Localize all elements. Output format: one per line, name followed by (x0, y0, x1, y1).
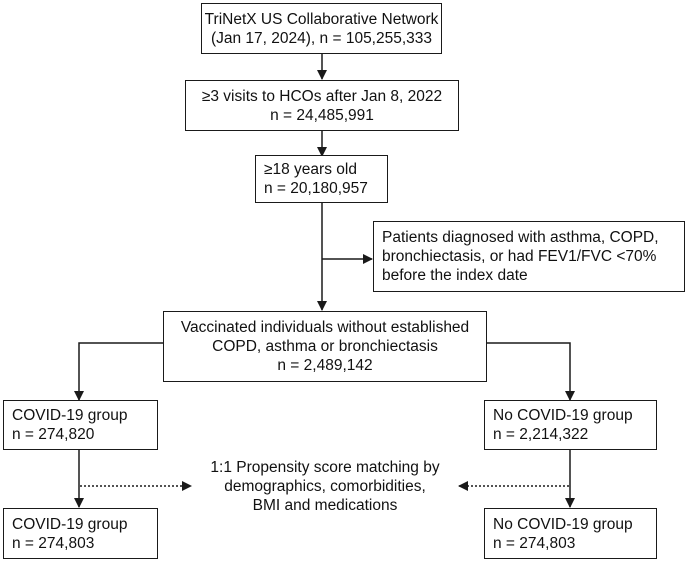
source-population-line1: TriNetX US Collaborative Network (204, 10, 439, 28)
vaccinated-line1: Vaccinated individuals without establish… (180, 319, 470, 336)
vaccinated-box: Vaccinated individuals without establish… (163, 311, 487, 382)
no-covid-group-before-box: No COVID-19 group n = 2,214,322 (484, 400, 657, 450)
covid-group-after-box: COVID-19 group n = 274,803 (3, 508, 158, 559)
no-covid-group-after-box: No COVID-19 group n = 274,803 (484, 508, 657, 559)
source-population-line2: (Jan 17, 2024), n = 105,255,333 (210, 29, 433, 47)
no-covid-group-before-count: n = 2,214,322 (493, 426, 589, 443)
vaccinated-line2: COPD, asthma or bronchiectasis (212, 338, 438, 355)
exclusion-line1: Patients diagnosed with asthma, COPD, (382, 229, 659, 246)
vaccinated-line3: n = 2,489,142 (277, 357, 373, 374)
matching-line1: 1:1 Propensity score matching by (210, 459, 440, 476)
age-line1: ≥18 years old (264, 161, 357, 178)
visits-box: ≥3 visits to HCOs after Jan 8, 2022 n = … (185, 80, 459, 131)
exclusion-line3: before the index date (382, 267, 528, 284)
covid-group-before-count: n = 274,820 (12, 426, 95, 443)
no-covid-group-before-label: No COVID-19 group (493, 407, 633, 424)
visits-line1: ≥3 visits to HCOs after Jan 8, 2022 (201, 87, 443, 105)
covid-group-before-box: COVID-19 group n = 274,820 (3, 400, 158, 450)
covid-group-after-label: COVID-19 group (12, 515, 128, 533)
split-line-right (487, 342, 575, 401)
age-box: ≥18 years old n = 20,180,957 (255, 155, 388, 203)
source-population-box: TriNetX US Collaborative Network (Jan 17… (201, 3, 442, 54)
no-covid-group-after-label: No COVID-19 group (493, 515, 633, 533)
age-line2: n = 20,180,957 (264, 180, 368, 197)
propensity-matching-text: 1:1 Propensity score matching by demogra… (200, 458, 450, 515)
no-covid-group-after-count: n = 274,803 (493, 534, 576, 552)
covid-group-after-count: n = 274,803 (12, 534, 95, 552)
exclusion-box: Patients diagnosed with asthma, COPD, br… (373, 221, 685, 292)
matching-line2: demographics, comorbidities, (224, 478, 426, 495)
exclusion-line2: bronchiectasis, or had FEV1/FVC <70% (382, 248, 657, 265)
visits-line2: n = 24,485,991 (270, 106, 374, 124)
split-line-left (74, 342, 163, 401)
covid-group-before-label: COVID-19 group (12, 407, 128, 424)
matching-line3: BMI and medications (252, 497, 398, 514)
